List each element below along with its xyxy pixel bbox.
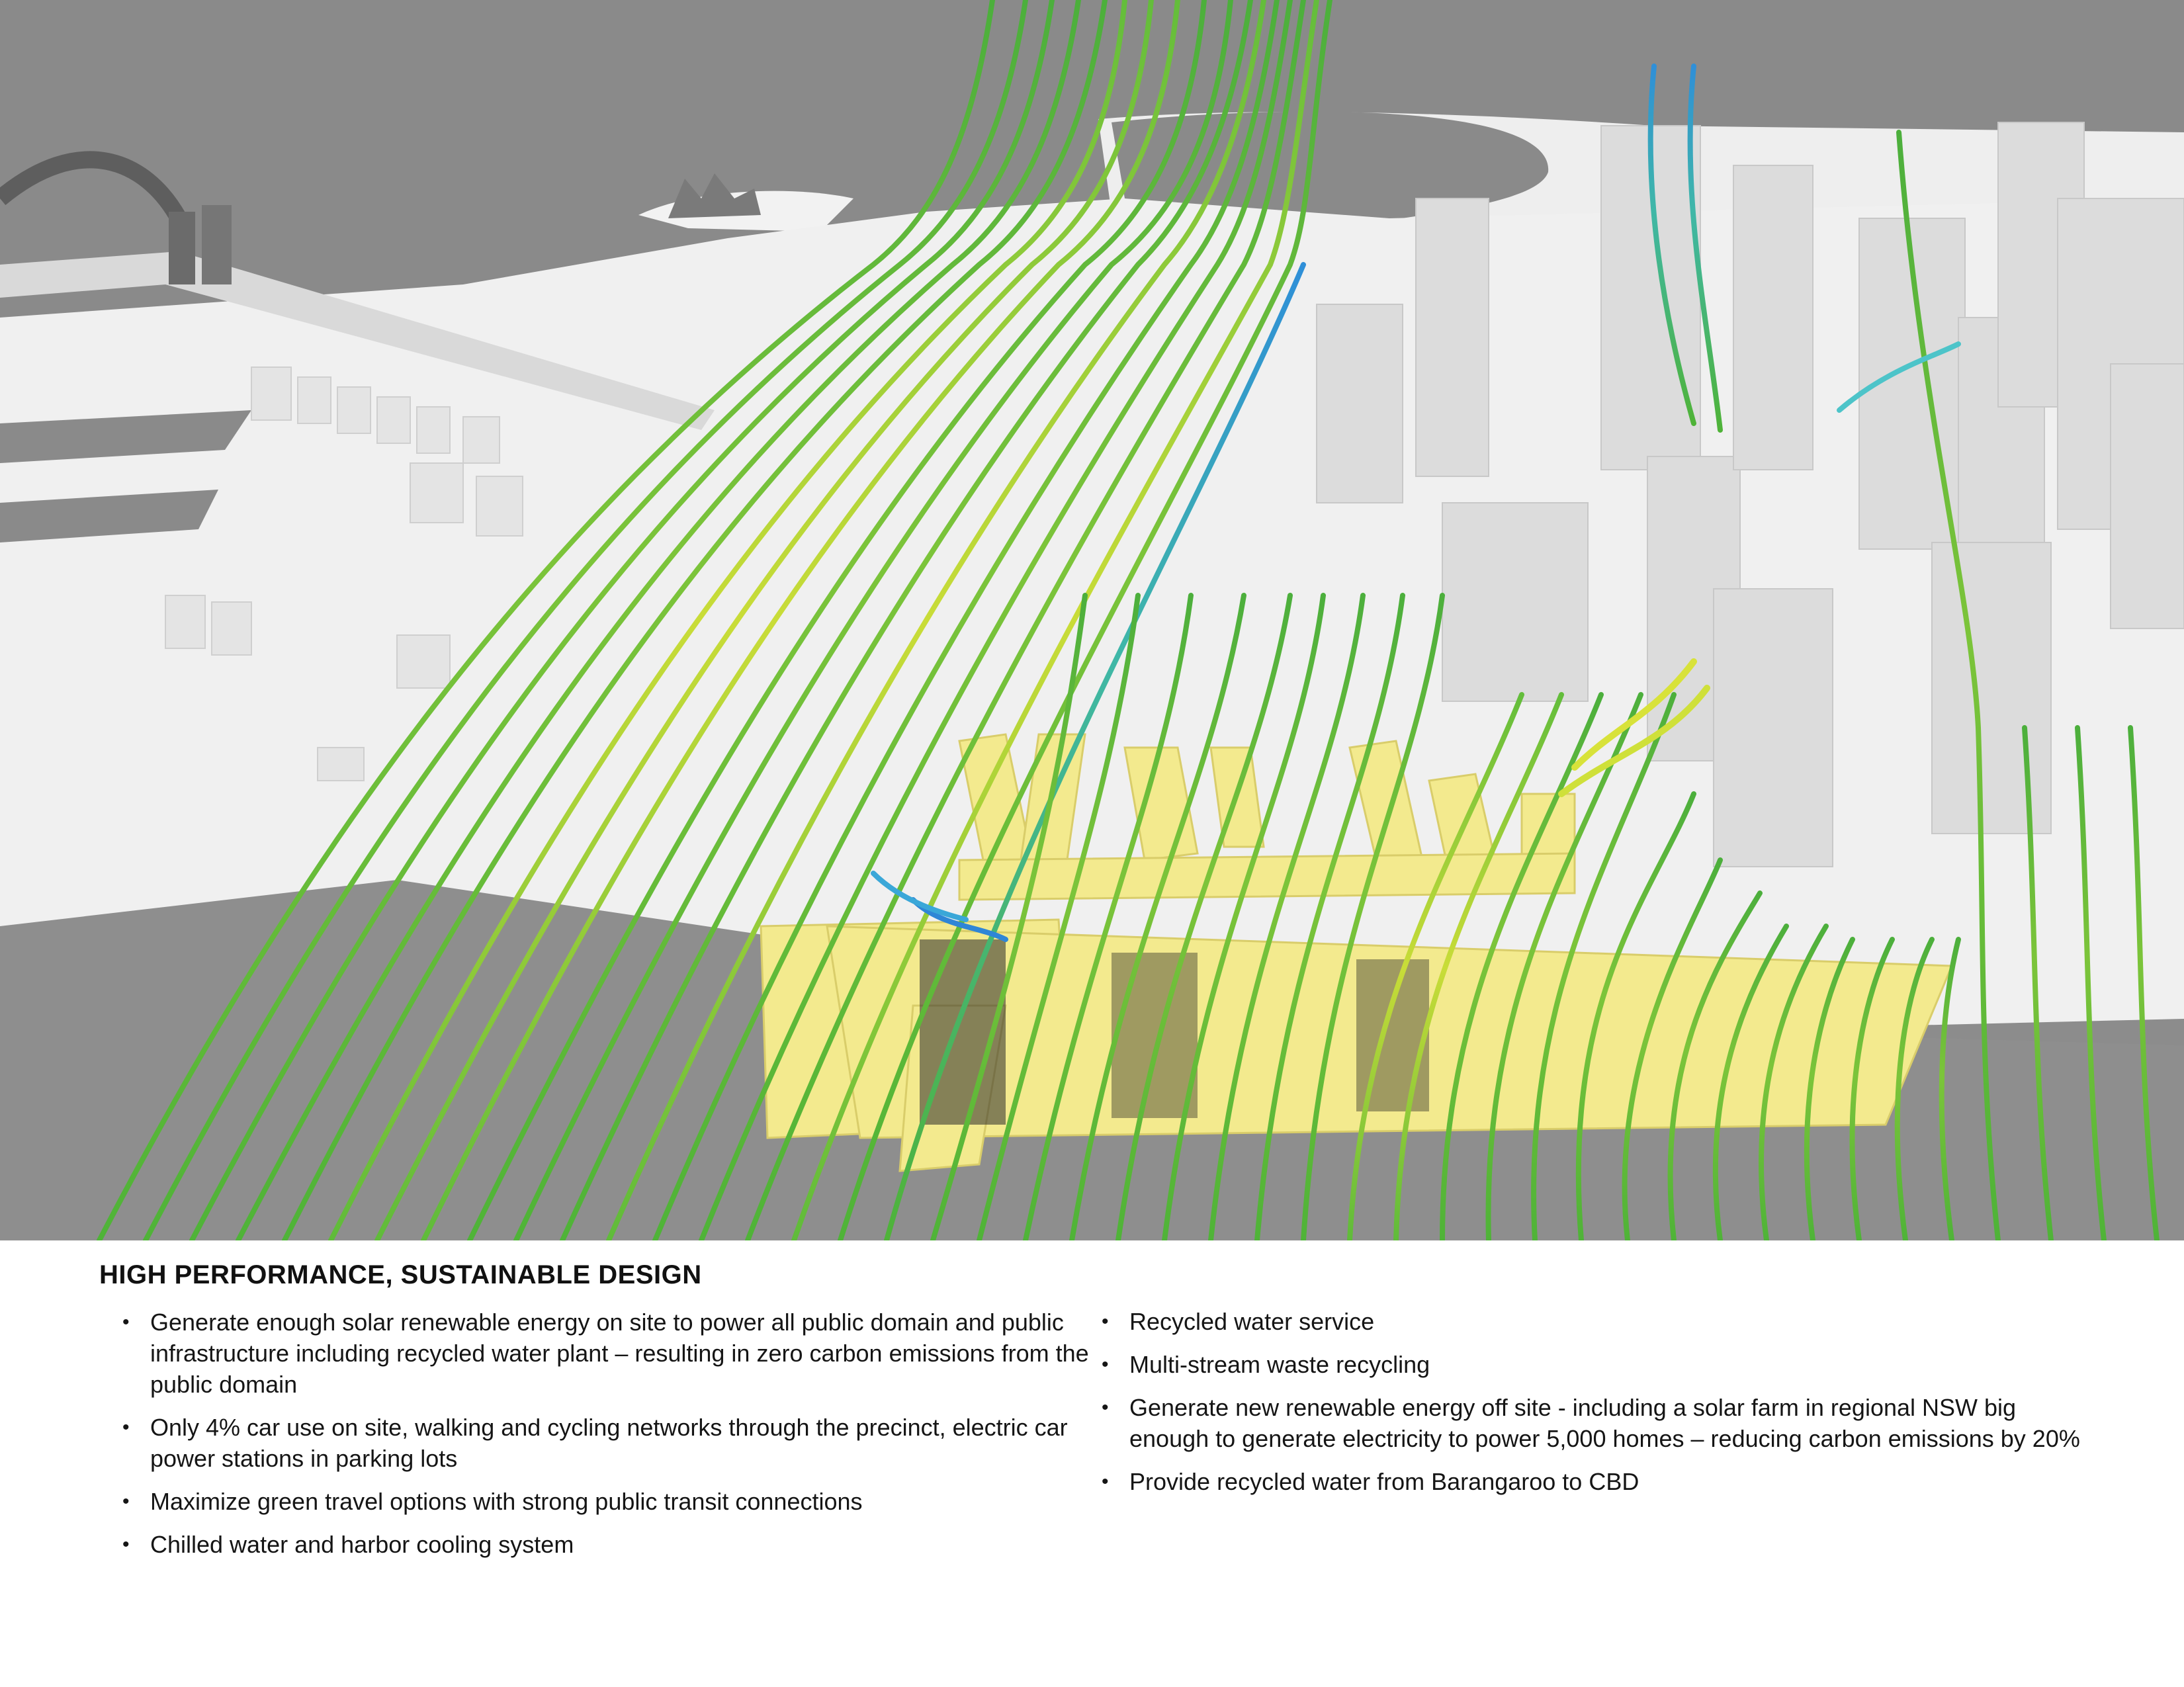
wind-streamlines bbox=[97, 0, 2160, 1240]
bridge-deck bbox=[0, 251, 715, 430]
bullet-item: Recycled water service bbox=[1102, 1306, 2094, 1337]
cbd-towers bbox=[1316, 122, 2184, 867]
opera-house bbox=[668, 173, 761, 218]
bullet-item: Generate enough solar renewable energy o… bbox=[122, 1307, 1115, 1400]
caption-section: HIGH PERFORMANCE, SUSTAINABLE DESIGN Gen… bbox=[99, 1260, 2117, 1560]
bridge-pylon-1 bbox=[169, 212, 195, 284]
low-rise-blocks bbox=[165, 367, 523, 781]
bullet-item: Generate new renewable energy off site -… bbox=[1102, 1392, 2094, 1454]
bullet-item: Only 4% car use on site, walking and cyc… bbox=[122, 1412, 1115, 1474]
harbour-bridge-arch bbox=[0, 151, 187, 223]
right-bullet-column: Recycled water service Multi-stream wast… bbox=[1102, 1306, 2094, 1509]
inlet-2 bbox=[0, 490, 218, 542]
section-title: HIGH PERFORMANCE, SUSTAINABLE DESIGN bbox=[99, 1260, 702, 1289]
bullet-item: Maximize green travel options with stron… bbox=[122, 1486, 1115, 1517]
left-bullet-column: Generate enough solar renewable energy o… bbox=[122, 1307, 1115, 1572]
solar-roof-1 bbox=[1112, 953, 1198, 1118]
bullet-item: Provide recycled water from Barangaroo t… bbox=[1102, 1466, 2094, 1497]
bullet-item: Chilled water and harbor cooling system bbox=[122, 1529, 1115, 1560]
inlet-1 bbox=[0, 410, 251, 463]
render-svg bbox=[0, 0, 2184, 1240]
bullet-item: Multi-stream waste recycling bbox=[1102, 1349, 2094, 1380]
bridge-pylon-2 bbox=[202, 205, 232, 284]
wind-flow-illustration bbox=[0, 0, 2184, 1240]
